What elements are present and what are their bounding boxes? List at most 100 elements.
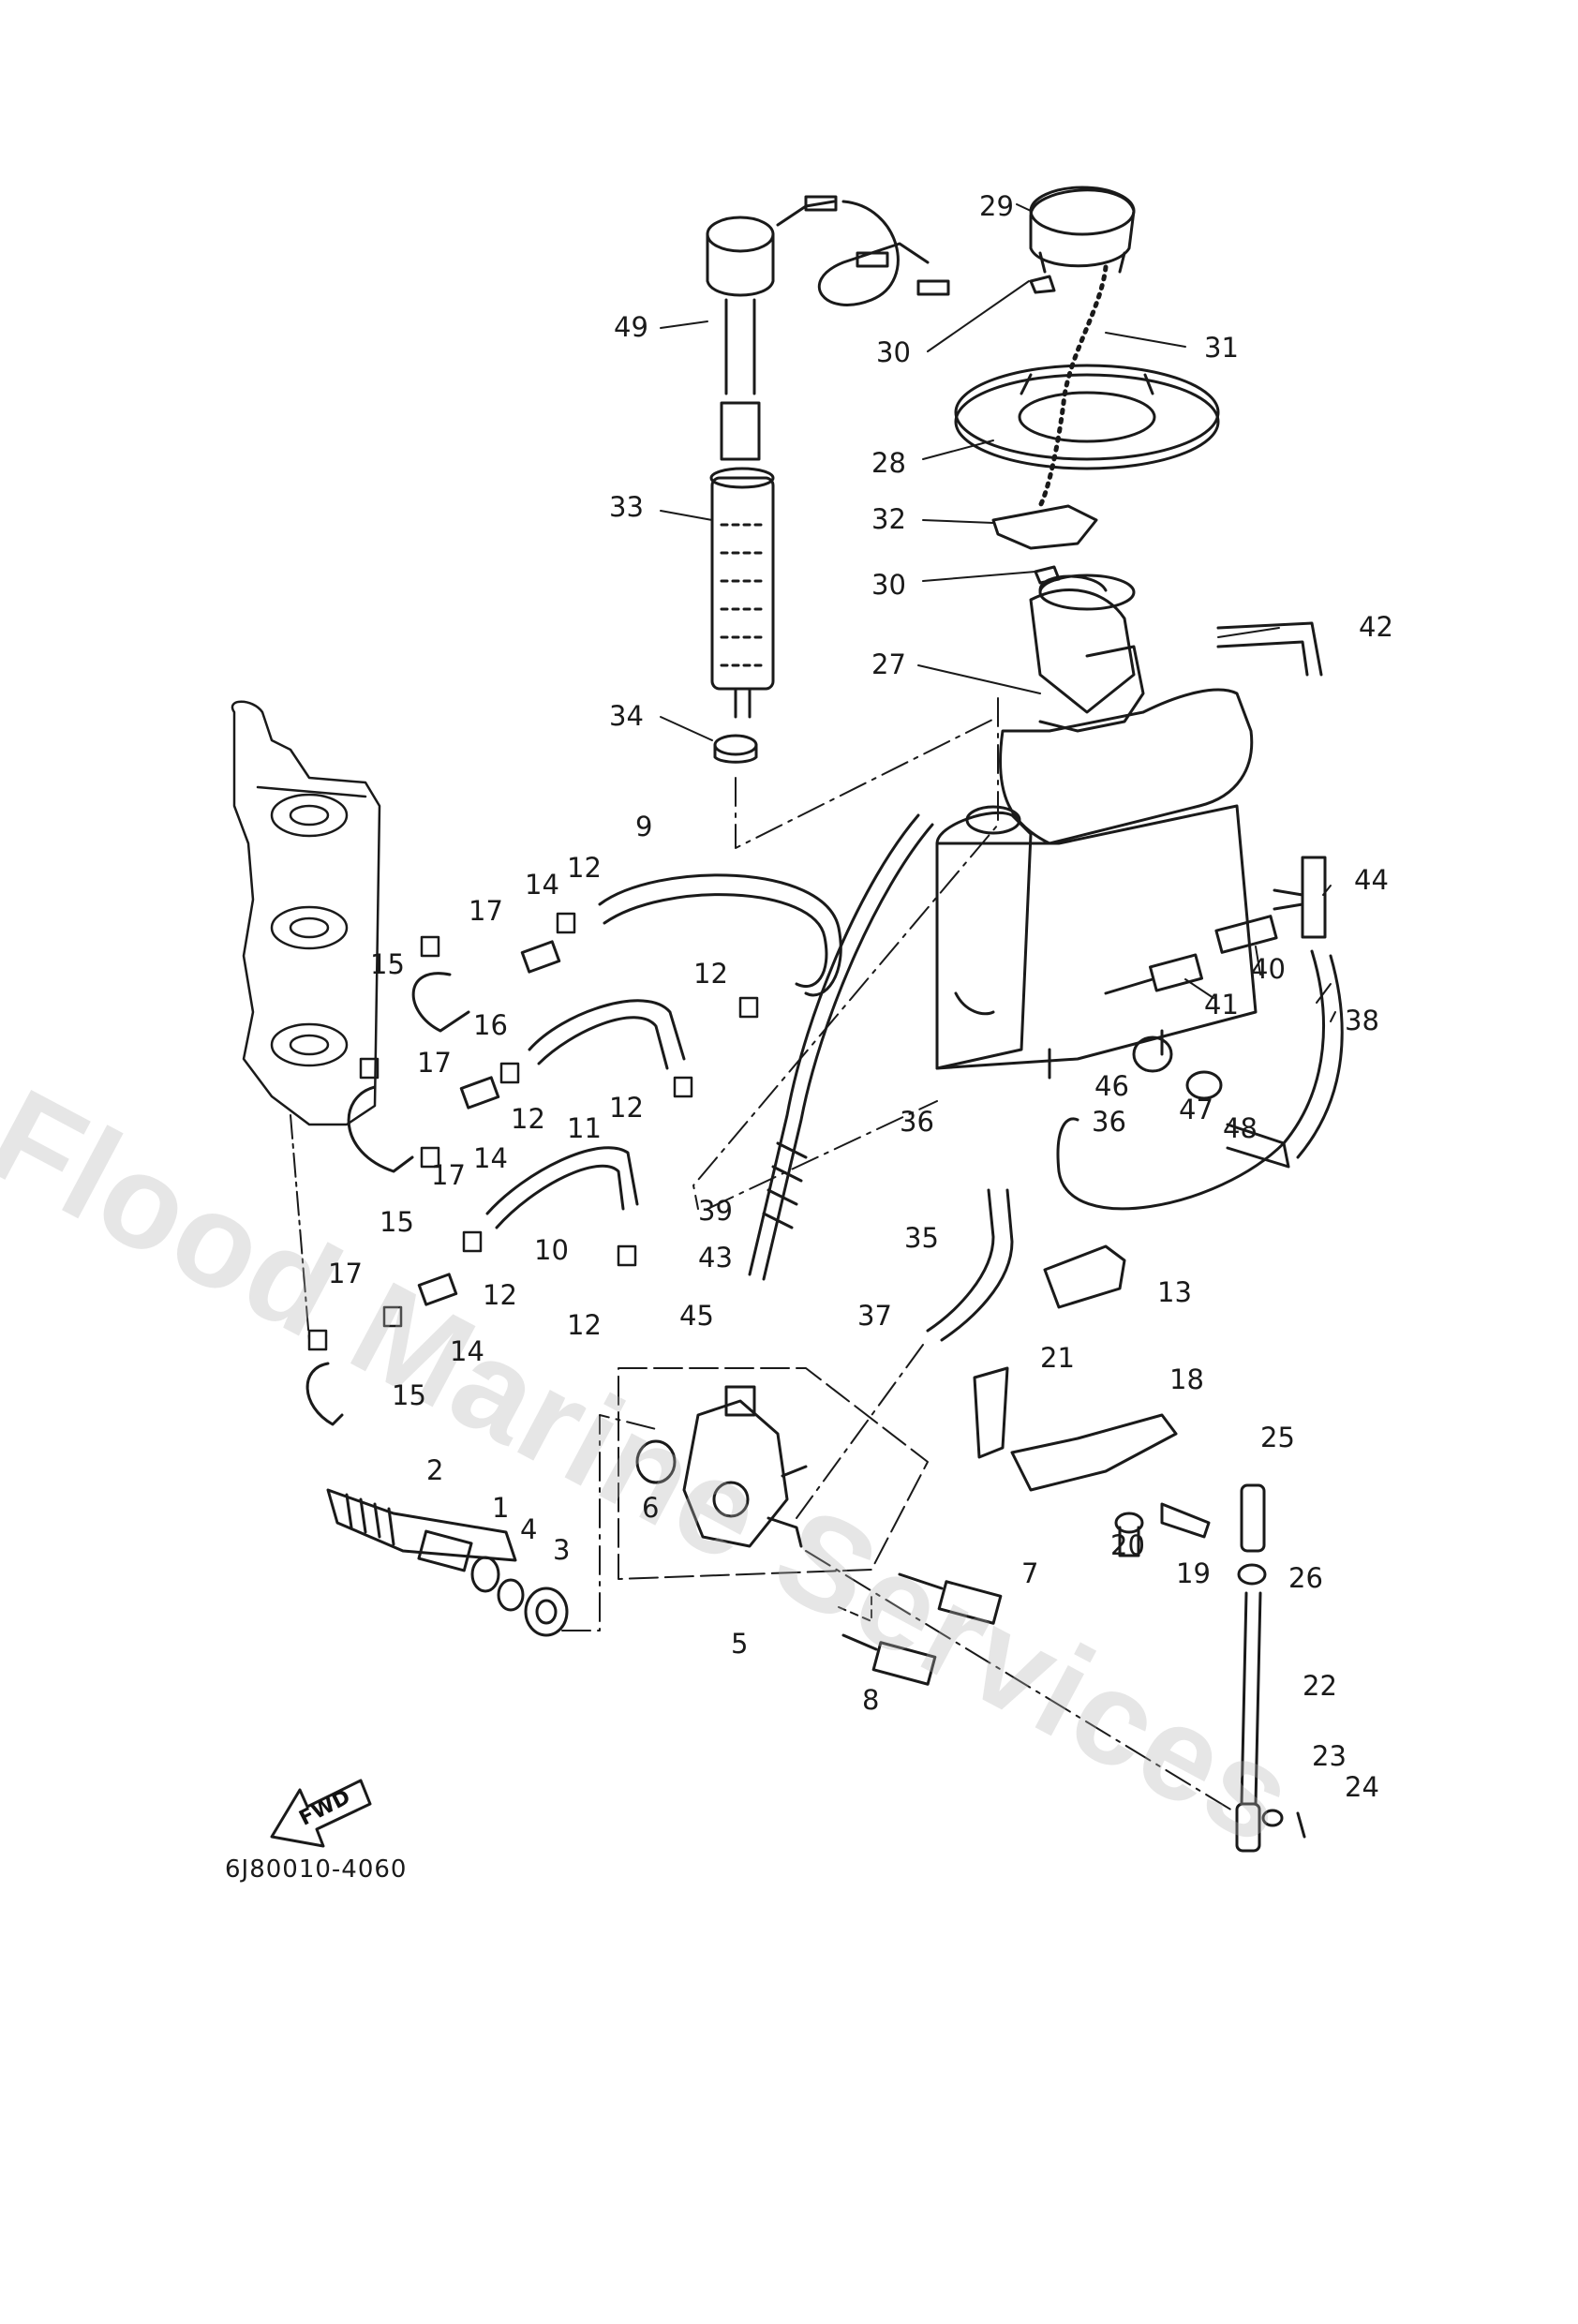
part-label-44: 44 — [1354, 864, 1389, 896]
hose-15 — [305, 972, 470, 1426]
part-label-15-b: 15 — [380, 1206, 414, 1238]
part-label-17-c: 17 — [431, 1159, 466, 1191]
tank-cap — [1029, 186, 1136, 274]
check-valves — [417, 940, 561, 1306]
grommet-46-47-48 — [1132, 1035, 1290, 1169]
part-label-12-f: 12 — [567, 1309, 602, 1341]
part-label-13: 13 — [1157, 1276, 1192, 1308]
part-label-21: 21 — [1040, 1342, 1075, 1374]
hose-11 — [528, 999, 686, 1070]
part-label-7: 7 — [1021, 1557, 1039, 1589]
part-label-26: 26 — [1288, 1562, 1323, 1594]
part-label-14-b: 14 — [473, 1142, 508, 1174]
part-label-48: 48 — [1223, 1112, 1258, 1144]
part-label-45: 45 — [679, 1300, 714, 1332]
link-21 — [973, 1366, 1009, 1459]
leader-dash-37 — [796, 1344, 924, 1519]
part-label-15-a: 15 — [370, 948, 405, 980]
part-label-33: 33 — [609, 491, 644, 523]
part-label-36-a: 36 — [900, 1106, 934, 1138]
part-label-16: 16 — [473, 1009, 508, 1041]
part-label-38: 38 — [1345, 1005, 1379, 1036]
leader-dash-22 — [805, 1550, 1238, 1814]
part-label-22: 22 — [1303, 1670, 1337, 1702]
oil-strainer — [709, 467, 775, 719]
grommet-34 — [713, 734, 758, 764]
nut-26 — [1237, 1563, 1267, 1586]
part-label-17-b: 17 — [417, 1047, 452, 1079]
part-label-2: 2 — [426, 1454, 444, 1486]
part-label-41: 41 — [1204, 989, 1239, 1020]
part-label-42: 42 — [1359, 611, 1393, 643]
part-label-24: 24 — [1345, 1771, 1379, 1803]
filter-plate-32 — [991, 504, 1098, 550]
bolt-8 — [841, 1633, 937, 1686]
connector-41 — [1104, 953, 1204, 995]
part-label-17-a: 17 — [469, 895, 503, 927]
hose-39-43 — [748, 813, 934, 1281]
part-label-39: 39 — [698, 1195, 733, 1227]
leader-dash-pump — [561, 1414, 657, 1631]
part-label-27: 27 — [871, 648, 906, 680]
diagram-part-code: 6J80010-4060 — [225, 1855, 408, 1884]
part-label-46: 46 — [1094, 1070, 1129, 1102]
part-label-12-b: 12 — [693, 958, 728, 990]
part-label-43: 43 — [698, 1242, 733, 1274]
bolt-19 — [1160, 1502, 1211, 1539]
part-label-3: 3 — [553, 1534, 571, 1566]
part-label-35: 35 — [904, 1222, 939, 1254]
part-label-30-upper: 30 — [876, 336, 911, 368]
tee-44 — [1273, 856, 1327, 939]
oil-tank — [935, 574, 1258, 1080]
leader-dash-tank — [692, 697, 999, 1210]
pump-dashed-box — [618, 1367, 929, 1580]
part-label-15-c: 15 — [392, 1379, 426, 1411]
hose-10 — [485, 1146, 639, 1229]
part-label-40: 40 — [1251, 953, 1286, 985]
part-label-32: 32 — [871, 503, 906, 535]
part-label-18: 18 — [1169, 1363, 1204, 1395]
leader-dash-8 — [838, 1592, 872, 1622]
hose-40 — [1214, 915, 1278, 954]
drive-gear — [326, 1488, 517, 1572]
part-label-36-b: 36 — [1092, 1106, 1126, 1138]
seals — [470, 1556, 569, 1637]
hose-9 — [598, 873, 842, 997]
part-label-1: 1 — [492, 1492, 510, 1524]
part-label-34: 34 — [609, 700, 644, 732]
part-label-19: 19 — [1176, 1557, 1211, 1589]
oil-pump — [682, 1385, 808, 1548]
hose-35 — [926, 1188, 1014, 1342]
part-label-23: 23 — [1312, 1740, 1347, 1772]
link-18 — [1010, 1413, 1178, 1492]
intake-manifold — [231, 700, 381, 1341]
part-label-6: 6 — [642, 1492, 660, 1524]
bolt-20 — [1114, 1512, 1144, 1557]
part-label-11: 11 — [567, 1112, 602, 1144]
clip-30 — [1029, 275, 1061, 585]
part-label-17-d: 17 — [328, 1258, 363, 1289]
part-label-12-a: 12 — [567, 852, 602, 884]
part-label-12-c: 12 — [511, 1103, 545, 1135]
filler-ring — [954, 364, 1220, 470]
part-label-14-a: 14 — [525, 869, 559, 901]
part-label-37: 37 — [857, 1300, 892, 1332]
part-label-20: 20 — [1110, 1529, 1145, 1561]
part-label-29: 29 — [979, 190, 1014, 222]
hose-38 — [1056, 949, 1344, 1211]
part-label-28: 28 — [871, 447, 906, 479]
joint-25 — [1240, 1483, 1266, 1553]
oil-level-gauge — [706, 195, 950, 461]
leader-dash-hose — [707, 1100, 938, 1210]
part-label-12-e: 12 — [483, 1279, 517, 1311]
clamps — [307, 912, 759, 1351]
part-label-5: 5 — [731, 1628, 749, 1660]
part-label-47: 47 — [1179, 1094, 1213, 1125]
leader-dash-34 — [735, 716, 999, 849]
bracket-13 — [1043, 1244, 1126, 1309]
part-label-12-d: 12 — [609, 1092, 644, 1124]
bolt-7 — [898, 1572, 1003, 1625]
pump-gasket-6 — [635, 1439, 677, 1484]
